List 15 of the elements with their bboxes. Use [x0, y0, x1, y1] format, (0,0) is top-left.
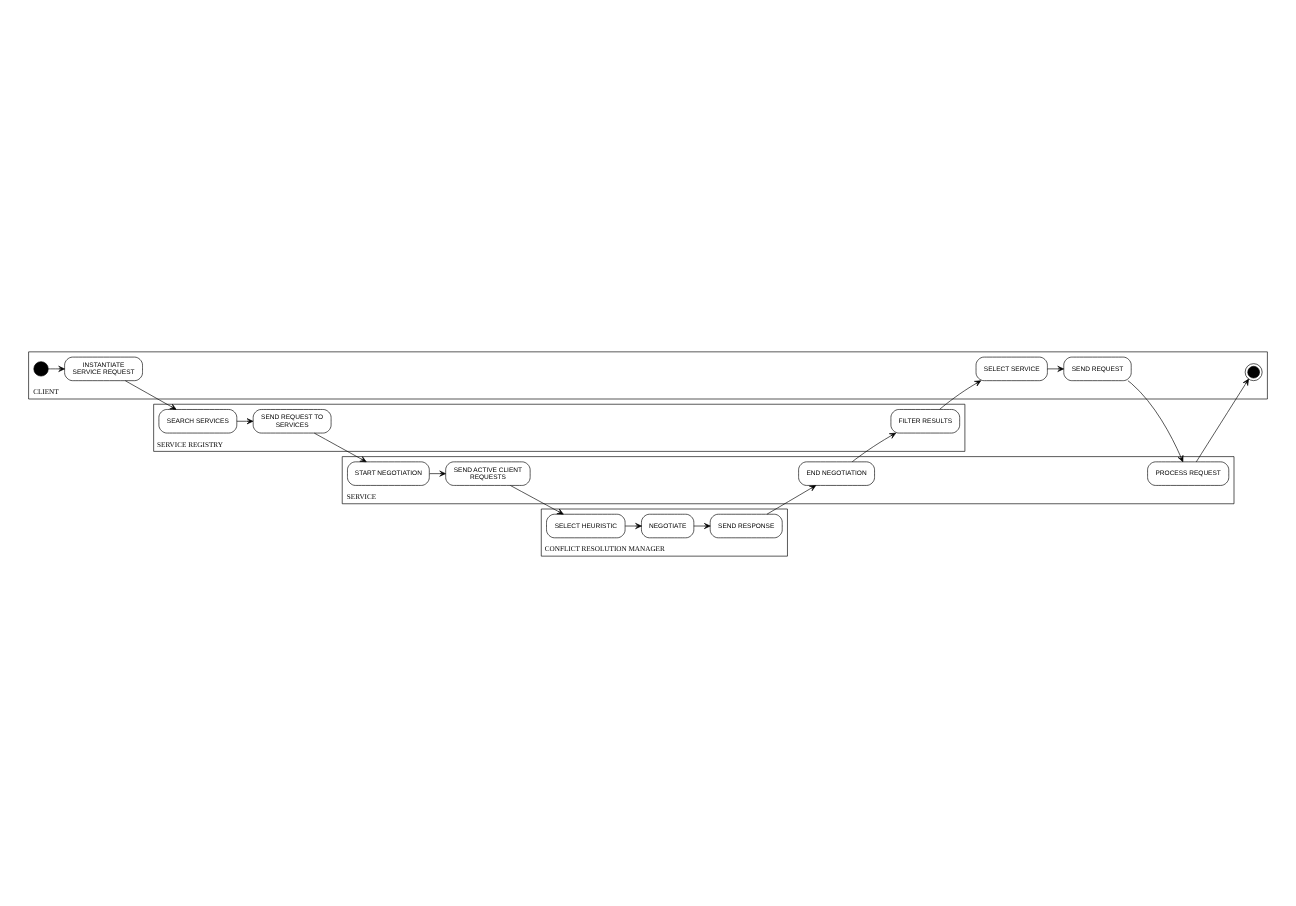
node-circle	[33, 360, 49, 376]
arrow	[939, 379, 982, 409]
arrow	[851, 431, 897, 462]
arrow	[1196, 377, 1249, 462]
arrow	[236, 417, 254, 424]
arrow	[47, 364, 65, 371]
arrow	[625, 522, 642, 528]
arrow	[125, 379, 177, 409]
arrow	[766, 484, 817, 514]
arrow	[510, 484, 564, 514]
arrow	[1047, 364, 1064, 371]
arrow	[314, 431, 367, 462]
arrow	[1127, 379, 1184, 462]
arrow	[693, 522, 711, 528]
arrow	[429, 469, 446, 476]
